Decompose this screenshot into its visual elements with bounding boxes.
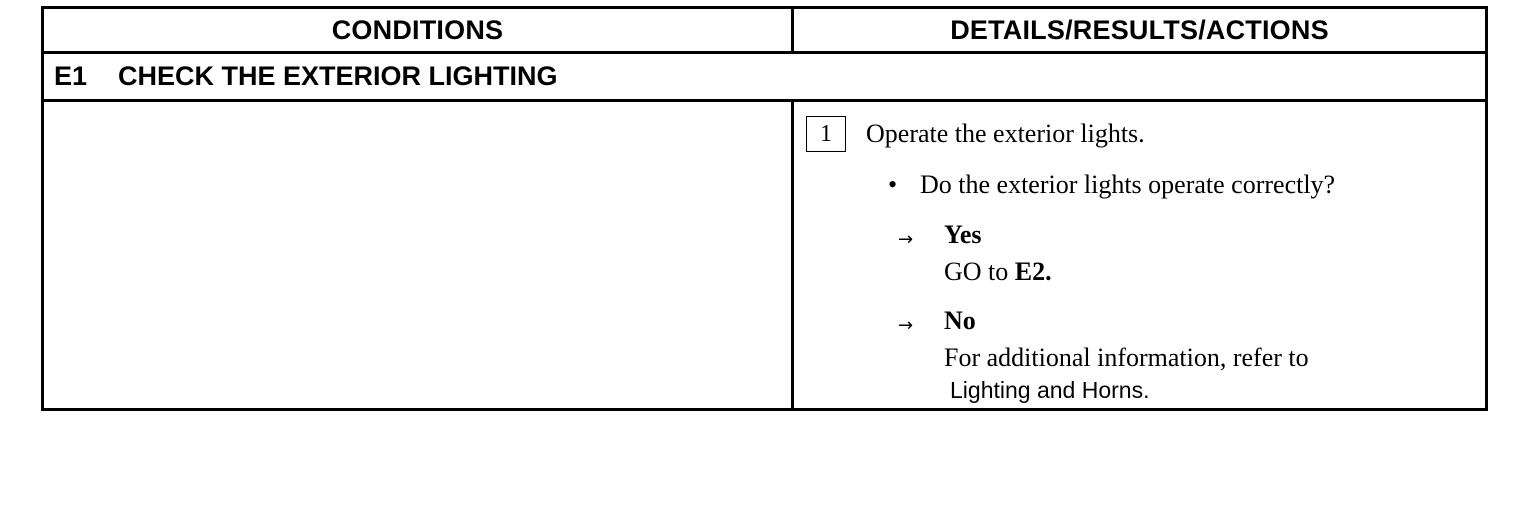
conditions-header: CONDITIONS bbox=[44, 9, 794, 51]
action-yes-prefix: GO to bbox=[944, 257, 1015, 286]
answer-no-label: No bbox=[944, 306, 976, 335]
answer-yes-label: Yes bbox=[944, 220, 982, 249]
answer-yes-action: GO to E2. bbox=[944, 257, 1052, 287]
arrow-right-icon: → bbox=[898, 315, 914, 336]
diagnostic-table: CONDITIONS DETAILS/RESULTS/ACTIONS E1 CH… bbox=[41, 6, 1488, 411]
details-cell: 1 Operate the exterior lights. • Do the … bbox=[794, 102, 1485, 408]
reference-link[interactable]: Lighting and Horns. bbox=[950, 377, 1150, 403]
details-header: DETAILS/RESULTS/ACTIONS bbox=[950, 14, 1329, 45]
step-number-box: 1 bbox=[806, 116, 846, 152]
bullet-icon: • bbox=[888, 170, 898, 199]
arrow-right-icon: → bbox=[898, 229, 914, 250]
step-title: CHECK THE EXTERIOR LIGHTING bbox=[118, 61, 558, 91]
step-id: E1 bbox=[54, 61, 88, 91]
go-to-step-link[interactable]: E2. bbox=[1014, 257, 1052, 286]
check-question: Do the exterior lights operate correctly… bbox=[920, 170, 1336, 199]
step-instruction: Operate the exterior lights. bbox=[866, 119, 1145, 148]
step-body-row: 1 Operate the exterior lights. • Do the … bbox=[44, 102, 1485, 408]
conditions-cell bbox=[44, 102, 794, 408]
answer-no-action: For additional information, refer to bbox=[944, 343, 1309, 372]
table-header-row: CONDITIONS DETAILS/RESULTS/ACTIONS bbox=[44, 9, 1485, 54]
step-title-row: E1 CHECK THE EXTERIOR LIGHTING bbox=[44, 54, 1485, 102]
